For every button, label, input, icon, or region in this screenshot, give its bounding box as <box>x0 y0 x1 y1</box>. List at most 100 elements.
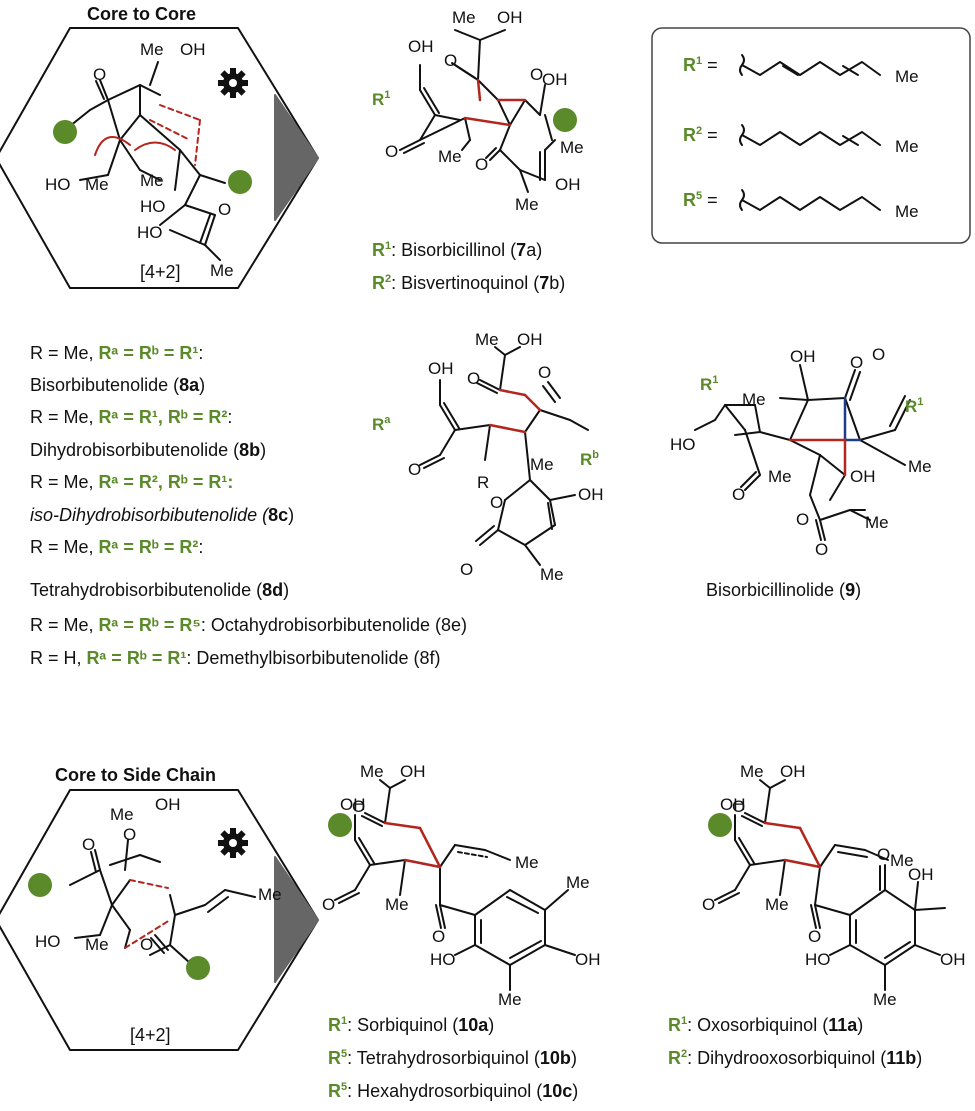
atom-me: Me <box>768 467 792 486</box>
atom-me: Me <box>452 8 476 27</box>
compound-10b-label: R5: Tetrahydrosorbiquinol (10b) <box>328 1048 577 1068</box>
atom-o: O <box>467 369 480 388</box>
atom-me: Me <box>210 261 234 280</box>
atom-me: Me <box>85 935 109 954</box>
legend-box <box>651 27 971 244</box>
gear-icon <box>218 68 248 98</box>
atom-o: O <box>872 345 885 364</box>
substituent-dot <box>708 813 732 837</box>
atom-oh: OH <box>940 950 966 969</box>
atom-o: O <box>732 485 745 504</box>
atom-me: Me <box>515 195 539 214</box>
core-core-molecule <box>64 61 226 261</box>
core-side-forming-bonds <box>124 879 171 949</box>
molecule-10 <box>334 779 576 991</box>
atom-o: O <box>385 142 398 161</box>
atom-me: Me <box>258 885 282 904</box>
atom-r1: R1 <box>700 374 718 394</box>
molecule-8-new-bonds <box>488 388 542 434</box>
atom-r1: R1 <box>905 396 923 416</box>
core-to-side-hexagon <box>0 789 319 1051</box>
atom-oh: OH <box>555 175 581 194</box>
compound-8-line-1: R = Me, Rᵃ = Rᵇ = R¹: <box>30 343 204 363</box>
atom-o: O <box>877 845 890 864</box>
molecule-11-new-bonds <box>763 821 822 869</box>
molecule-7-new-bonds <box>463 78 527 127</box>
atom-o: O <box>808 927 821 946</box>
atom-o: O <box>538 363 551 382</box>
atom-oh: OH <box>340 795 366 814</box>
atom-o: O <box>815 540 828 559</box>
atom-oh: OH <box>428 359 454 378</box>
molecule-10-partial-bond <box>457 851 488 858</box>
atom-r: R <box>477 473 489 492</box>
atom-me: Me <box>475 330 499 349</box>
core-core-forming-bonds <box>149 104 201 166</box>
atom-me: Me <box>140 40 164 59</box>
atom-oh: OH <box>908 865 934 884</box>
atom-me: Me <box>360 762 384 781</box>
substituent-dot <box>186 956 210 980</box>
legend-r5: R5 = <box>683 190 718 210</box>
atom-ho: HO <box>45 175 71 194</box>
atom-o: O <box>82 835 95 854</box>
atom-ho: HO <box>140 197 166 216</box>
molecule-8 <box>419 346 589 566</box>
atom-oh: OH <box>517 330 543 349</box>
compound-10c-label: R5: Hexahydrosorbiquinol (10c) <box>328 1081 579 1101</box>
substituent-dot <box>553 108 577 132</box>
compound-8b-label: Dihydrobisorbibutenolide (8b) <box>30 440 267 460</box>
legend-chains <box>739 54 881 211</box>
atom-o: O <box>352 797 365 816</box>
atom-me: Me <box>385 895 409 914</box>
atom-o: O <box>850 353 863 372</box>
atom-o: O <box>444 51 457 70</box>
atom-me: Me <box>530 455 554 474</box>
atom-me: Me <box>140 171 164 190</box>
compound-8-line-5: R = Me, Rᵃ = R², Rᵇ = R¹: <box>30 472 234 492</box>
legend-r1: R1 = <box>683 55 718 75</box>
core-to-side-reaction: [4+2] <box>130 1025 171 1045</box>
compound-8c-label: iso-Dihydrobisorbibutenolide (8c) <box>30 505 295 525</box>
atom-oh: OH <box>408 37 434 56</box>
atom-me: Me <box>740 762 764 781</box>
compound-11b-label: R2: Dihydrooxosorbiquinol (11b) <box>668 1048 923 1068</box>
core-core-arrows <box>94 136 176 156</box>
atom-o: O <box>732 797 745 816</box>
substituent-dot <box>53 120 77 144</box>
atom-o: O <box>322 895 335 914</box>
molecule-11 <box>714 779 946 991</box>
atom-oh: OH <box>155 795 181 814</box>
atom-me: Me <box>873 990 897 1009</box>
atom-ho: HO <box>430 950 456 969</box>
atom-oh: OH <box>497 8 523 27</box>
atom-ho: HO <box>35 932 61 951</box>
atom-oh: OH <box>400 762 426 781</box>
substituent-dot <box>228 170 252 194</box>
molecule-9-red-bonds <box>788 438 847 477</box>
atom-me: Me <box>765 895 789 914</box>
atom-oh: OH <box>180 40 206 59</box>
atom-o: O <box>796 510 809 529</box>
atom-me: Me <box>110 805 134 824</box>
compound-8-line-3: R = Me, Rᵃ = R¹, Rᵇ = R²: <box>30 407 233 427</box>
compound-7b-label: R2: Bisvertinoquinol (7b) <box>372 273 566 293</box>
atom-labels: Me OH O HO Me Me HO HO O Me Me OH OH R1 … <box>35 8 966 1009</box>
atom-o: O <box>702 895 715 914</box>
molecule-7 <box>399 29 556 193</box>
atom-ho: HO <box>805 950 831 969</box>
atom-r1: R1 <box>372 89 390 109</box>
atom-o: O <box>490 493 503 512</box>
atom-oh: OH <box>720 795 746 814</box>
molecule-9 <box>694 364 911 541</box>
atom-ra: Ra <box>372 414 391 434</box>
atom-o: O <box>460 560 473 579</box>
green-dots <box>28 108 732 980</box>
atom-rb: Rb <box>580 449 599 469</box>
core-to-side-title: Core to Side Chain <box>55 765 217 785</box>
substituent-dot <box>28 873 52 897</box>
atom-o: O <box>218 200 231 219</box>
atom-o: O <box>123 825 136 844</box>
compound-9-label: Bisorbicillinolide (9) <box>706 580 862 600</box>
atom-me: Me <box>895 67 919 86</box>
